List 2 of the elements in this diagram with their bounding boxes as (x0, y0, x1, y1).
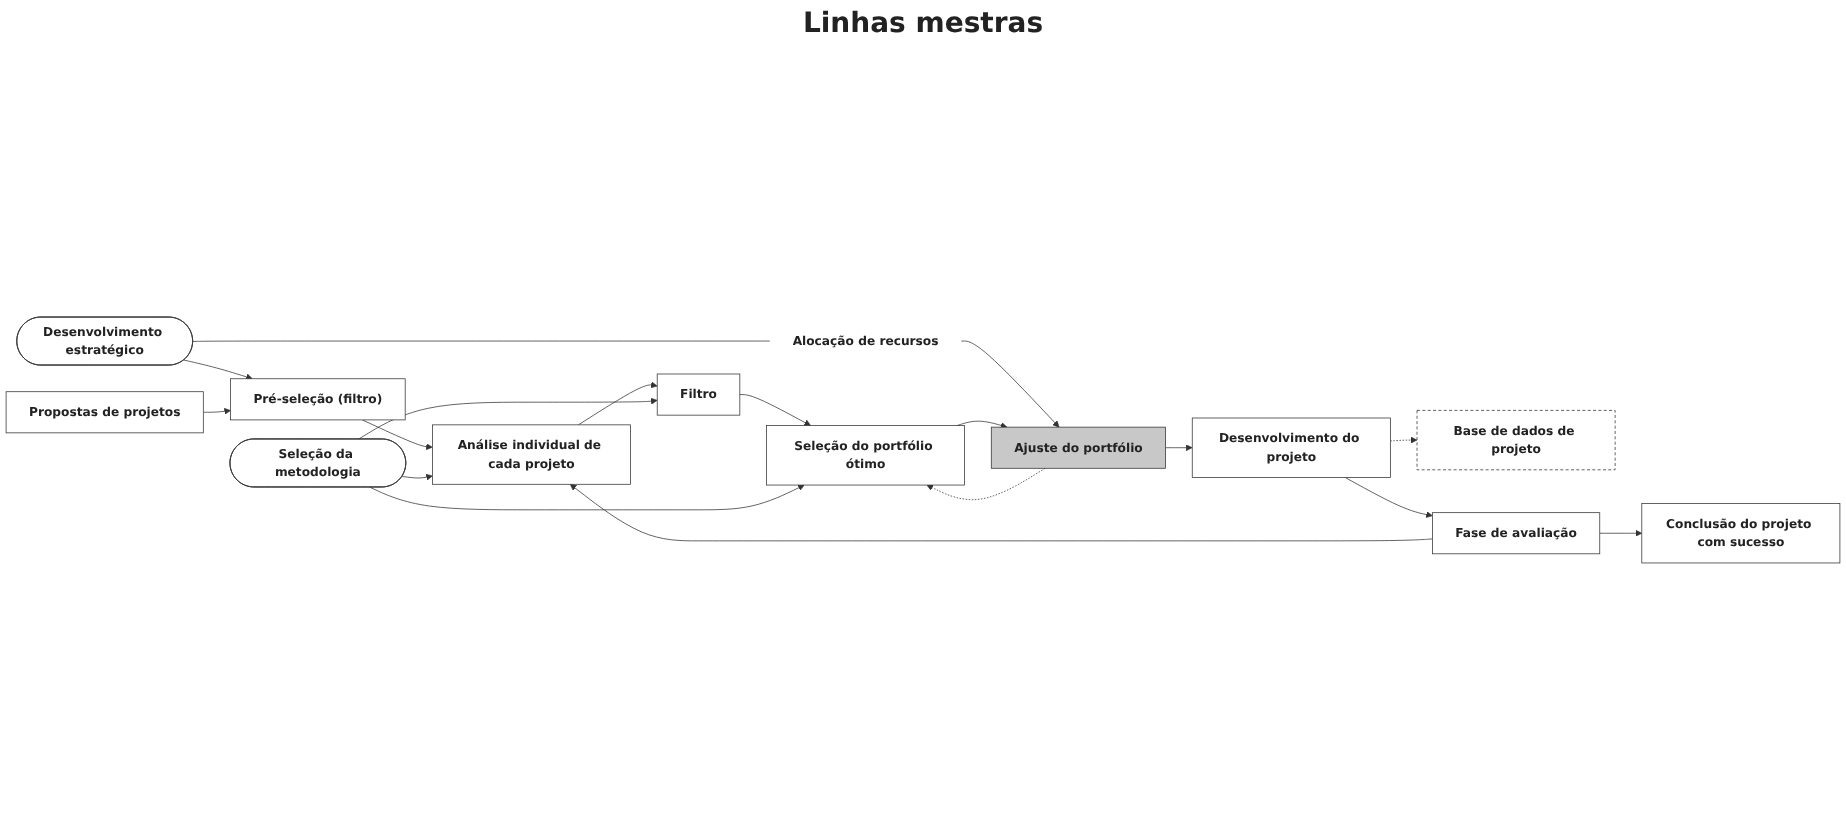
annotation-text: Linhas mestras (802, 8, 1044, 40)
connector (192, 340, 771, 342)
